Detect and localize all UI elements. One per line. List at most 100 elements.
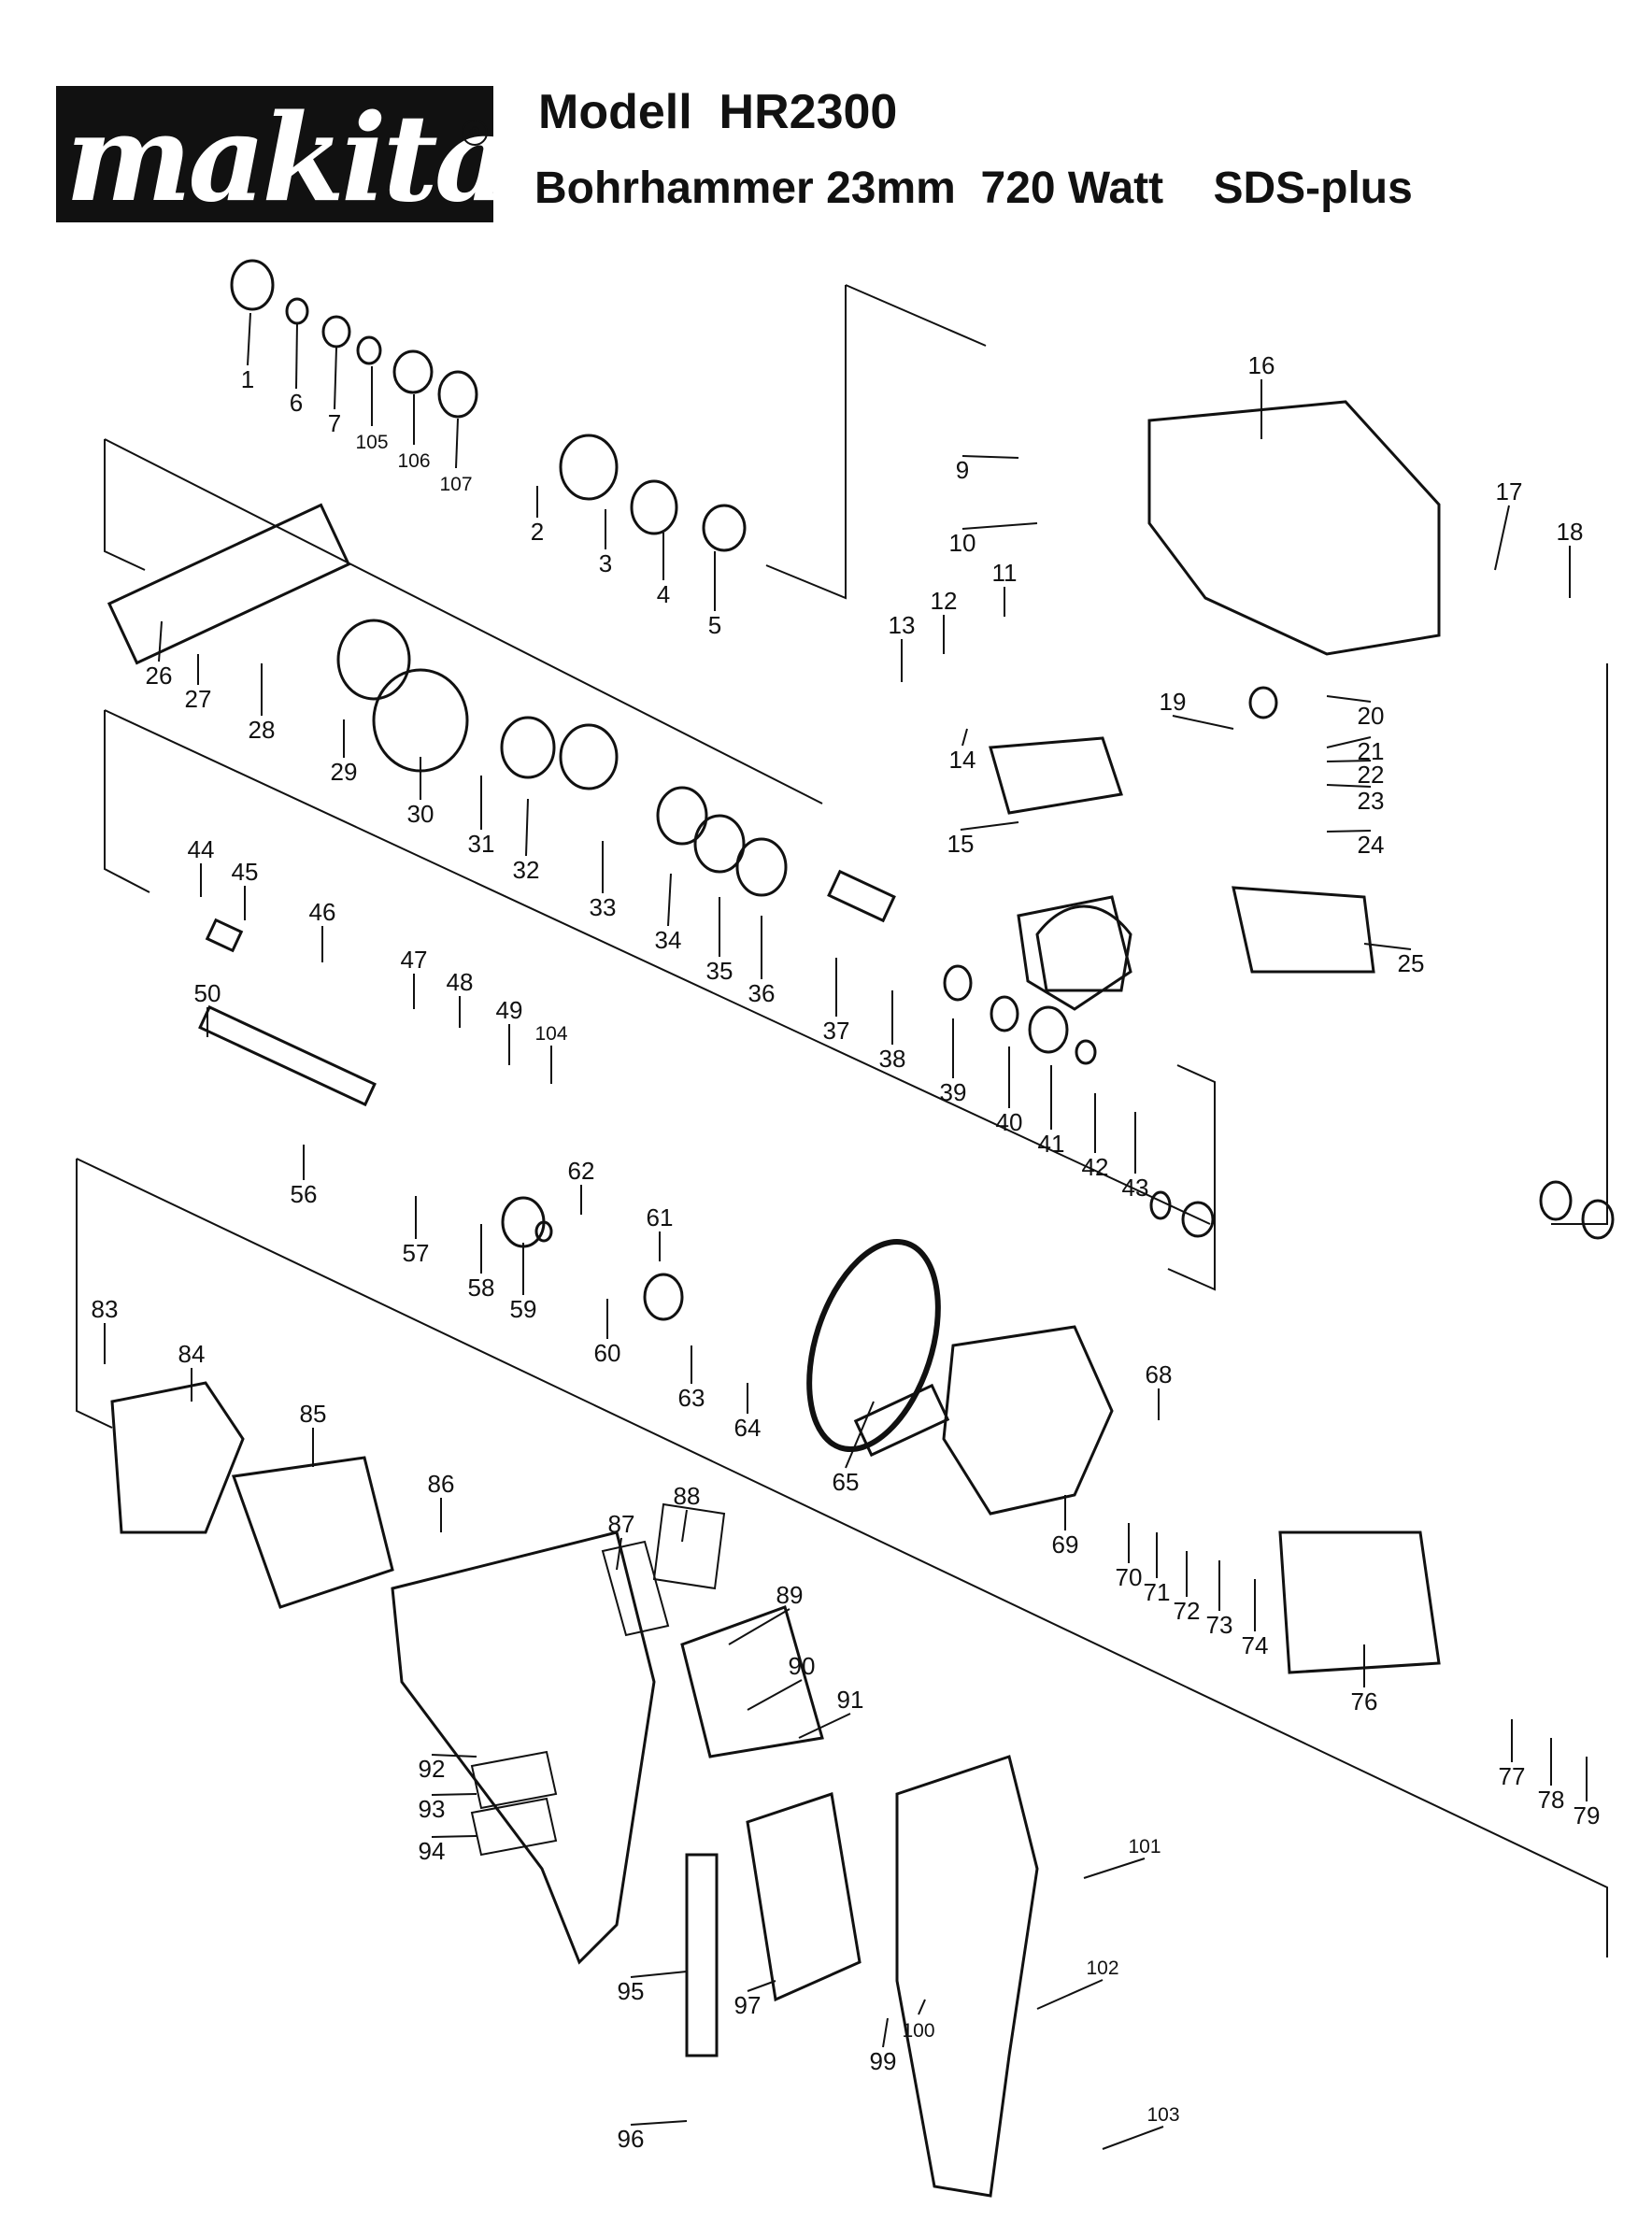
leader-25 <box>1363 943 1412 950</box>
part-housing-7 <box>231 1456 394 1609</box>
part-ring-6 <box>559 434 619 501</box>
part-label-15: 15 <box>947 830 975 858</box>
part-label-90: 90 <box>789 1652 816 1680</box>
leader-96 <box>630 2120 688 2126</box>
part-label-65: 65 <box>833 1468 860 1496</box>
part-ring-4 <box>392 349 434 394</box>
part-label-70: 70 <box>1116 1563 1143 1591</box>
part-label-26: 26 <box>146 662 173 690</box>
part-label-50: 50 <box>194 979 221 1007</box>
part-label-9: 9 <box>956 456 969 484</box>
part-ring-8 <box>702 504 747 552</box>
part-label-91: 91 <box>837 1686 864 1714</box>
frame-line-4 <box>104 710 150 893</box>
part-label-36: 36 <box>748 979 776 1007</box>
part-ring-3 <box>356 335 382 365</box>
part-label-33: 33 <box>590 893 617 921</box>
part-label-74: 74 <box>1242 1631 1269 1659</box>
leader-92 <box>431 1754 477 1758</box>
leader-20 <box>1326 695 1372 703</box>
part-housing-9 <box>746 1792 862 2002</box>
part-label-100: 100 <box>902 2020 934 2042</box>
part-housing-11 <box>1232 886 1375 974</box>
part-label-25: 25 <box>1398 949 1425 977</box>
part-label-46: 46 <box>309 898 336 926</box>
leader-91 <box>798 1713 851 1739</box>
part-label-45: 45 <box>232 858 259 886</box>
part-label-76: 76 <box>1351 1687 1378 1715</box>
leader-6 <box>295 321 298 390</box>
part-label-10: 10 <box>949 529 976 557</box>
part-housing-8 <box>1278 1530 1441 1674</box>
part-label-105: 105 <box>355 432 388 453</box>
part-ring-22 <box>1149 1190 1172 1220</box>
part-housing-5 <box>1035 904 1132 992</box>
part-label-88: 88 <box>674 1482 701 1510</box>
part-label-27: 27 <box>185 685 212 713</box>
part-ring-2 <box>321 315 351 349</box>
part-label-60: 60 <box>594 1339 621 1367</box>
part-ring-19 <box>1075 1039 1097 1065</box>
part-body-3 <box>853 1383 950 1458</box>
part-body-5 <box>205 918 244 953</box>
leader-23 <box>1326 784 1372 788</box>
leader-89 <box>728 1608 790 1645</box>
leader-14 <box>961 728 968 747</box>
leader-32 <box>525 798 529 857</box>
leader-24 <box>1326 830 1372 833</box>
part-label-31: 31 <box>468 830 495 858</box>
frame-line-6 <box>1167 1064 1216 1291</box>
part-body-4 <box>827 869 896 923</box>
frame-line-3 <box>104 438 823 804</box>
part-label-12: 12 <box>931 587 958 615</box>
leader-101 <box>1083 1858 1146 1879</box>
leader-19 <box>1172 715 1234 730</box>
part-label-18: 18 <box>1557 518 1584 546</box>
leader-1 <box>247 312 251 366</box>
part-ring-25 <box>534 1220 553 1243</box>
part-label-104: 104 <box>534 1023 567 1045</box>
part-label-94: 94 <box>419 1837 446 1865</box>
part-housing-12 <box>1017 895 1132 1011</box>
part-ring-12 <box>559 723 619 790</box>
part-ring-27 <box>1248 686 1278 719</box>
frame-line-8 <box>76 1158 1608 1957</box>
part-label-34: 34 <box>655 926 682 954</box>
logo-wordmark: makita <box>65 89 512 229</box>
part-ring-1 <box>285 297 309 325</box>
part-label-83: 83 <box>92 1295 119 1323</box>
leader-88 <box>681 1509 688 1543</box>
part-label-73: 73 <box>1206 1611 1233 1639</box>
leader-103 <box>1102 2126 1164 2150</box>
part-label-62: 62 <box>568 1157 595 1185</box>
part-label-39: 39 <box>940 1078 967 1106</box>
part-label-93: 93 <box>419 1795 446 1823</box>
part-label-28: 28 <box>249 716 276 744</box>
part-label-103: 103 <box>1146 2104 1179 2126</box>
part-housing-3 <box>895 1755 1039 2198</box>
part-label-48: 48 <box>447 968 474 996</box>
label-plate-2 <box>470 1750 558 1810</box>
part-ring-11 <box>500 716 556 779</box>
part-label-13: 13 <box>889 611 916 639</box>
part-ring-23 <box>1181 1201 1215 1238</box>
label-plate-0 <box>601 1540 670 1637</box>
part-ring-21 <box>1539 1180 1573 1221</box>
part-label-101: 101 <box>1128 1836 1161 1858</box>
leader-9 <box>961 455 1019 459</box>
part-label-35: 35 <box>706 957 733 985</box>
part-label-56: 56 <box>291 1180 318 1208</box>
part-label-40: 40 <box>996 1108 1023 1136</box>
part-label-58: 58 <box>468 1274 495 1302</box>
part-drawings <box>76 259 1615 2198</box>
part-housing-1 <box>942 1325 1114 1516</box>
leader-94 <box>431 1835 477 1838</box>
part-label-77: 77 <box>1499 1762 1526 1790</box>
part-housing-10 <box>680 1605 824 1758</box>
part-ring-15 <box>735 837 788 897</box>
part-ring-20 <box>1581 1199 1615 1240</box>
leader-21 <box>1326 736 1372 748</box>
leader-34 <box>667 873 672 927</box>
part-ring-13 <box>656 786 708 846</box>
